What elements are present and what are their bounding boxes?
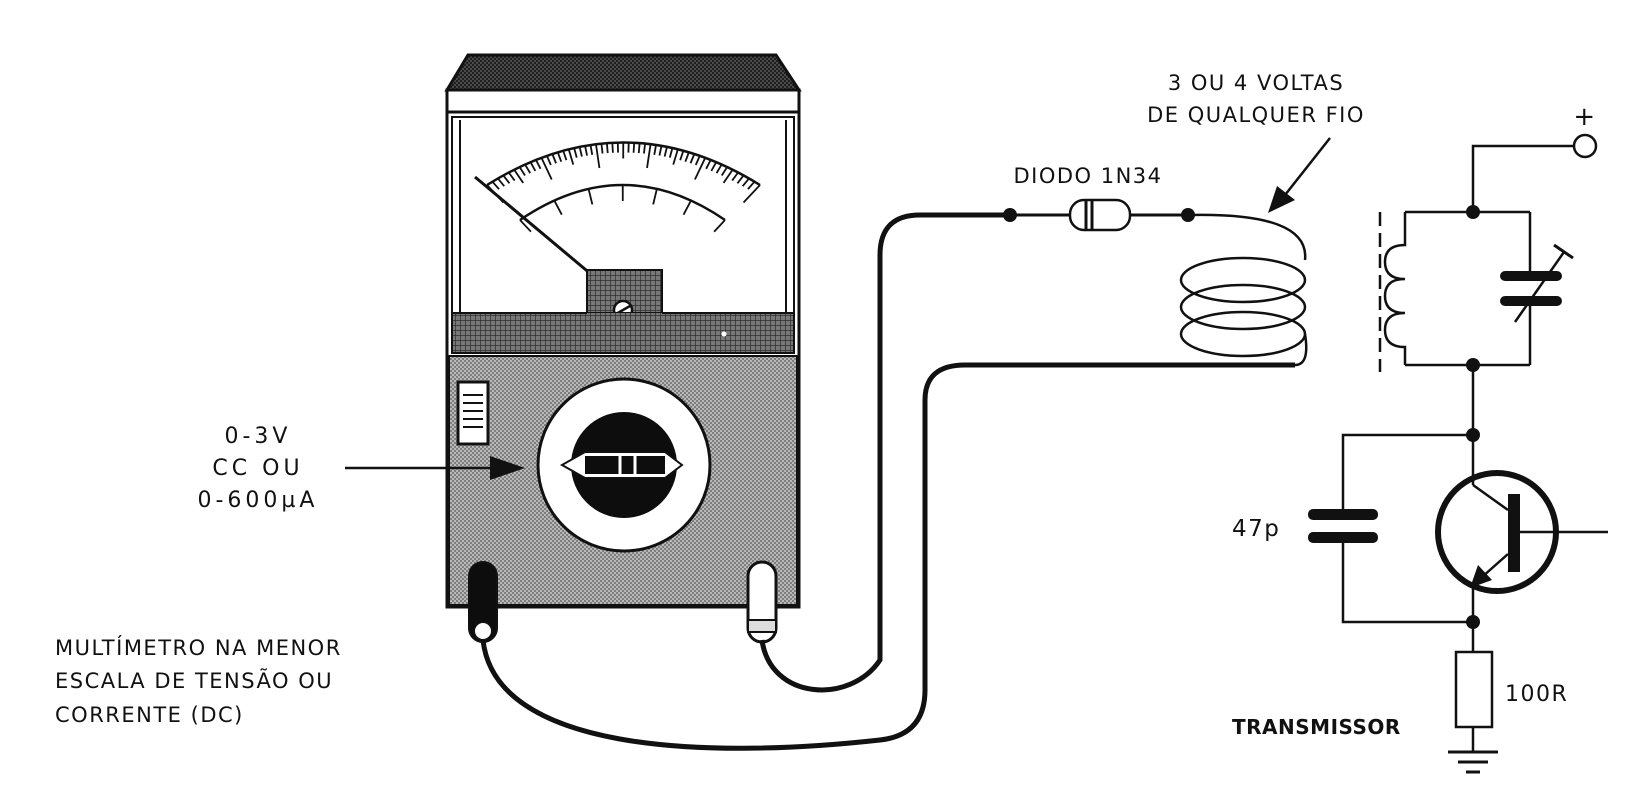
meter-scale-tick (573, 147, 578, 158)
meter-scale-tick (502, 174, 511, 184)
variable-capacitor-icon (1500, 212, 1574, 365)
lead-red (759, 212, 1010, 693)
resistor-100r-icon (1454, 650, 1494, 729)
meter-scale-tick (529, 161, 537, 172)
meter-scale-tick (713, 219, 726, 233)
meter-scale-tick (589, 144, 594, 155)
multimeter-top (444, 53, 802, 92)
meter-scale-tick (611, 142, 614, 153)
labels: 3 OU 4 VOLTAS DE QUALQUER FIO DIODO 1N34… (55, 71, 1596, 739)
meter-scale-tick (694, 155, 701, 166)
meter-scale-tick (567, 149, 575, 165)
meter-scale-tick (540, 157, 553, 180)
meter-scale-tick (553, 200, 563, 216)
meter-scale-tick (535, 159, 542, 170)
leads (345, 137, 1331, 751)
meter-scale-tick (595, 144, 601, 169)
meter-scale-tick (584, 145, 588, 156)
meter-scale-tick (497, 177, 505, 187)
meter-scale-tick (742, 184, 761, 204)
meter-scale-tick (518, 166, 526, 176)
range-line3: 0-600µA (198, 488, 319, 513)
meter-scale-tick (682, 200, 692, 216)
meter-scale-tick (546, 155, 552, 166)
meter-scale-tick (652, 188, 658, 205)
meter-scale-tick (694, 157, 707, 180)
meter-scale-tick (747, 181, 756, 190)
range-line2: CC OU (212, 456, 303, 481)
supply-terminal-icon (1572, 133, 1598, 159)
meter-scale-tick (741, 177, 750, 187)
capacitor-47p-icon (1308, 509, 1378, 543)
diode-icon (1068, 198, 1132, 232)
coil-note-line1: 3 OU 4 VOLTAS (1168, 71, 1344, 95)
transistor-icon (1435, 435, 1608, 622)
meter-scale-tick (736, 174, 745, 184)
meter-needle (474, 175, 593, 277)
meter-scale-tick (658, 145, 663, 156)
lead-black (480, 362, 1295, 751)
multimeter-note-line3: CORRENTE (DC) (55, 703, 244, 727)
meter-scale-tick (605, 143, 609, 154)
resistor-label: 100R (1505, 682, 1568, 707)
pickup-coil-icon (1179, 213, 1308, 367)
meter-scale-tick (632, 142, 636, 153)
multimeter-top-band (445, 88, 801, 114)
ground-icon (1448, 750, 1498, 774)
meter-scale-tick (689, 153, 696, 164)
meter-scale-tick (679, 150, 685, 161)
multimeter (444, 53, 802, 644)
slide-switch (456, 380, 490, 446)
meter-scale-tick (663, 146, 668, 157)
meter-scale-tick (562, 150, 568, 161)
meter-scale-tick (524, 164, 531, 174)
supply-plus-label: + (1573, 102, 1596, 132)
meter-scale-tick (710, 161, 717, 172)
selector-pointer-arrow (345, 456, 525, 480)
meter-scale-tick (637, 143, 641, 154)
meter-scale-tick (491, 181, 500, 190)
meter-scale-tick (715, 164, 723, 174)
diode-label: DIODO 1N34 (1013, 164, 1162, 188)
multimeter-note-line1: MULTÍMETRO NA MENOR (55, 635, 342, 660)
meter-scale-tick (653, 144, 657, 155)
meter-scale-tick (551, 153, 557, 164)
meter-scale-tick (684, 151, 690, 162)
meter-scale-tick (668, 147, 674, 158)
transmitter-label: TRANSMISSOR (1232, 715, 1401, 739)
coil-pointer-arrow (1268, 137, 1331, 213)
meter-scale-tick (578, 146, 583, 157)
meter-scale-tick (705, 159, 712, 170)
meter-scale-tick (513, 169, 524, 184)
meter-scale-tick (731, 171, 739, 182)
meter-scale-tick (587, 188, 594, 205)
tank-inductor-icon (1378, 212, 1407, 372)
meter-scale-tick (720, 166, 728, 176)
coil-note-line2: DE QUALQUER FIO (1147, 103, 1365, 127)
meter-scale-tick (643, 143, 646, 154)
meter-scale-tick (722, 169, 734, 184)
meter-scale-tick (519, 219, 532, 233)
transmitter-circuit (1308, 133, 1608, 774)
capacitor-label: 47p (1232, 516, 1280, 542)
meter-scale-tick (672, 149, 679, 165)
meter-scale-tick (508, 171, 516, 182)
multimeter-note-line2: ESCALA DE TENSÃO OU (55, 667, 333, 693)
meter-scale-tick (600, 143, 604, 154)
range-line1: 0-3V (225, 424, 292, 449)
meter-scale-tick (646, 144, 652, 169)
meter-scale-tick (556, 151, 563, 162)
